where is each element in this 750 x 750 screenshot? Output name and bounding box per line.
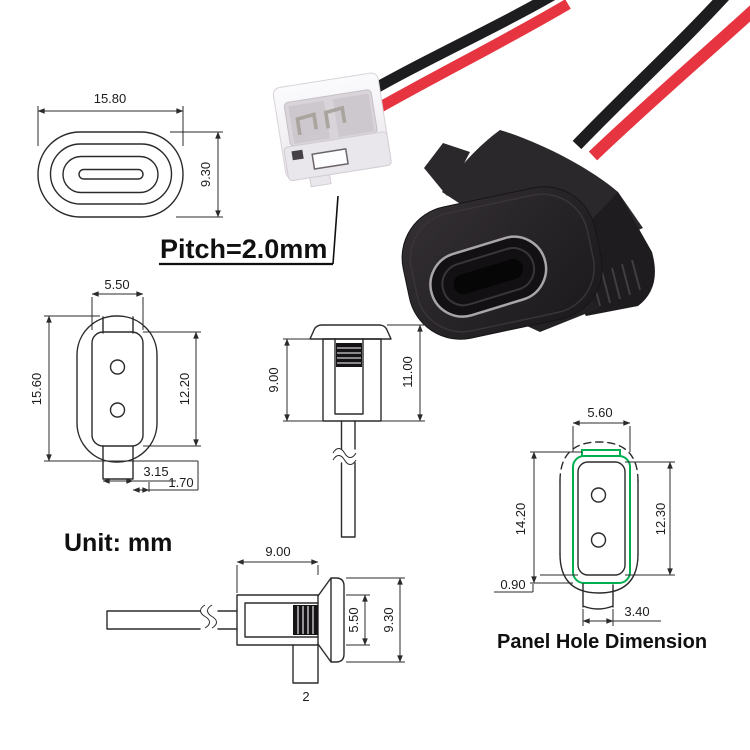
usb-red-wire (588, 5, 750, 161)
horizontal-body-depth-label: 9.00 (265, 544, 290, 559)
vertical-overall-depth-label: 11.00 (400, 356, 415, 388)
seal-section (336, 343, 362, 367)
pitch-label: Pitch=2.0mm (160, 234, 327, 264)
seal-section-horizontal (293, 605, 318, 635)
jst-red-wire (374, 0, 571, 114)
vertical-overall-depth-dimension: 11.00 (381, 324, 425, 422)
panel-overall-height-label: 14.20 (513, 503, 528, 536)
panel-hole-bottom (590, 532, 607, 548)
back-inner-height-label: 12.20 (177, 373, 192, 406)
panel-edge-offset-label: 0.90 (500, 577, 525, 592)
usb-c-tongue (453, 259, 524, 295)
front-height-label: 9.30 (198, 162, 213, 187)
jst-connector-photo (272, 0, 571, 188)
back-hole-top (109, 359, 126, 375)
front-width-label: 15.80 (94, 91, 127, 106)
jst-bottom-tab (309, 174, 332, 188)
usb-c-port (429, 235, 548, 318)
cap-flange (309, 324, 392, 340)
horizontal-inner-height-dimension: 5.50 (346, 594, 370, 646)
panel-top-width-dimension: 5.60 (572, 405, 631, 452)
panel-oval-dashed-top (559, 441, 639, 482)
back-tab-offset-label: 1.70 (168, 475, 193, 490)
back-tab-width-dimension: 3.15 (102, 464, 176, 484)
bottom-tab-horizontal (292, 644, 319, 684)
panel-inner-height-dimension: 12.30 (625, 461, 675, 576)
panel-tab-width-dimension: 3.40 (582, 604, 661, 626)
panel-top-width-label: 5.60 (587, 405, 612, 420)
usb-black-wire (572, 0, 729, 150)
panel-hole-outline (572, 455, 631, 584)
pitch-annotation: Pitch=2.0mm (159, 195, 339, 266)
back-tab-width-label: 3.15 (143, 464, 168, 479)
usb-mount-wing (424, 143, 470, 196)
back-hole-bottom (109, 402, 126, 418)
wire-stub (332, 420, 357, 538)
vertical-body-depth-dimension: 9.00 (266, 338, 323, 422)
horizontal-inner-height-label: 5.50 (346, 607, 361, 632)
horizontal-body-depth-dimension: 9.00 (236, 544, 319, 593)
jst-slot-right (332, 93, 375, 137)
jst-latch-window (311, 148, 349, 170)
horizontal-tab-width-label: 2 (302, 689, 309, 704)
front-view-drawing: 15.80 9.30 (37, 91, 223, 218)
panel-hole-notch (581, 449, 621, 456)
panel-inner-height-label: 12.30 (653, 503, 668, 536)
cap-flange-horizontal (317, 577, 345, 663)
side-view-horizontal-drawing: 2 9.00 5.50 9.30 (106, 544, 405, 704)
back-inner-height-dimension: 12.20 (143, 331, 201, 447)
break-symbol (332, 448, 357, 458)
back-overall-height-label: 15.60 (29, 373, 44, 406)
back-view-drawing: 5.50 15.60 12.20 3.15 1.70 (29, 277, 201, 493)
panel-edge-offset-dimension: 0.90 (494, 574, 578, 593)
panel-hole-drawing: 5.60 14.20 12.30 0.90 3.40 Panel (494, 405, 707, 653)
break-symbol-horizontal (200, 604, 210, 629)
panel-tab-width-label: 3.40 (624, 604, 649, 619)
back-top-width-dimension: 5.50 (91, 277, 144, 330)
jst-black-wire (359, 0, 556, 101)
horizontal-overall-height-dimension: 9.30 (346, 577, 405, 663)
jst-slot-left (288, 100, 330, 144)
wire-stub-horizontal (106, 604, 238, 630)
panel-hole-caption: Panel Hole Dimension (497, 631, 707, 653)
horizontal-overall-height-label: 9.30 (381, 607, 396, 632)
side-view-vertical-drawing: 9.00 11.00 (266, 324, 425, 538)
usb-c-connector-photo (401, 0, 750, 340)
front-width-dimension: 15.80 (37, 91, 184, 146)
jst-housing (272, 72, 392, 188)
back-tab-offset-dimension: 1.70 (132, 461, 199, 493)
jst-key-hole (291, 149, 304, 161)
front-height-dimension: 9.30 (170, 131, 223, 218)
back-top-width-label: 5.50 (104, 277, 129, 292)
usb-c-slot-outline (78, 168, 144, 180)
pitch-leader-line (332, 195, 339, 265)
unit-label: Unit: mm (64, 529, 172, 557)
jst-pin-2 (323, 105, 347, 129)
back-overall-height-dimension: 15.60 (29, 315, 198, 462)
panel-overall-height-dimension: 14.20 (513, 451, 582, 584)
vertical-body-depth-label: 9.00 (266, 367, 281, 392)
jst-pin-1 (295, 112, 319, 136)
panel-bottom-tab (582, 583, 614, 610)
panel-hole-top (590, 487, 607, 503)
